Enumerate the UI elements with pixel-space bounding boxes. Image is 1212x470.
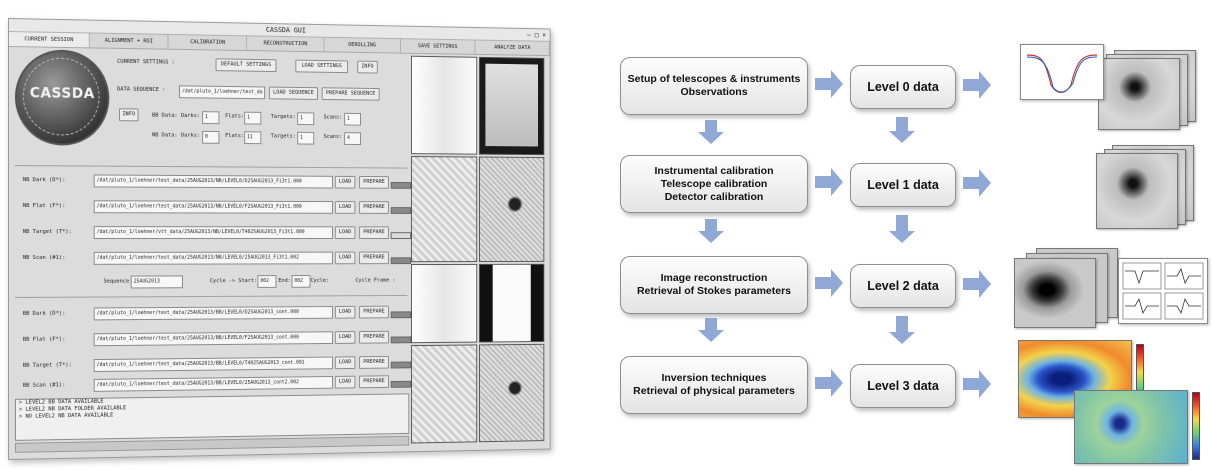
arrow-right-icon (815, 70, 843, 98)
spectrum-plot (1020, 44, 1104, 100)
arrow-right-icon (815, 168, 843, 196)
arrow-right-icon (815, 269, 843, 297)
arrow-right-icon (963, 370, 991, 398)
solar-image (1014, 258, 1096, 328)
arrow-down-icon (889, 316, 915, 344)
velocity-map (1074, 390, 1188, 464)
arrow-down-icon (889, 215, 915, 243)
arrow-down-icon (889, 117, 915, 143)
color-bar (1192, 392, 1200, 460)
stokes-profiles-plot (1118, 258, 1208, 324)
arrow-down-icon (698, 219, 724, 243)
solar-image (1096, 153, 1178, 229)
arrow-right-icon (963, 71, 991, 99)
arrow-right-icon (815, 369, 843, 397)
arrow-right-icon (963, 270, 991, 298)
arrow-right-icon (963, 169, 991, 197)
arrow-down-icon (698, 318, 724, 342)
arrow-down-icon (698, 120, 724, 144)
solar-image (1098, 58, 1180, 130)
